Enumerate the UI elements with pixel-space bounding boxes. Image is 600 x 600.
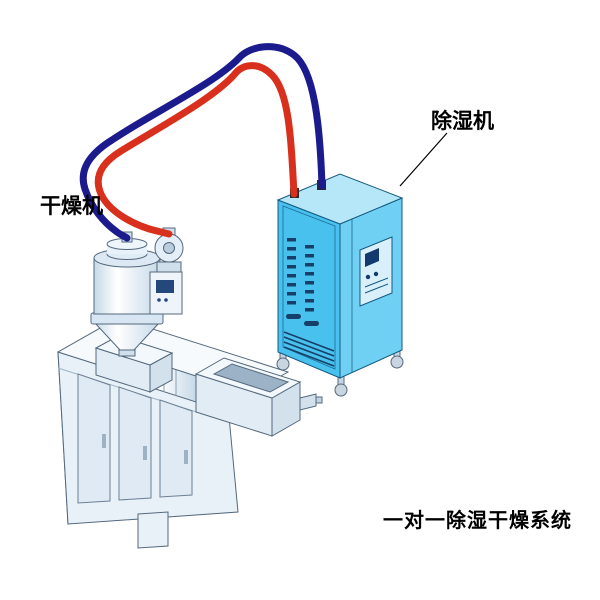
hopper-control-button-2 bbox=[164, 298, 168, 302]
annotations: 干燥机 除湿机 一对一除湿干燥系统 bbox=[40, 109, 572, 532]
caster-wheel-left bbox=[276, 357, 290, 371]
system-caption: 一对一除湿干燥系统 bbox=[383, 508, 572, 532]
control-panel-button-2 bbox=[373, 271, 379, 277]
hopper-control-button-1 bbox=[157, 298, 161, 302]
door-handle-1 bbox=[102, 434, 106, 448]
machine-kick-panel bbox=[137, 511, 169, 549]
dehumidifier-leader-line bbox=[399, 132, 448, 187]
dry-air-hose-red bbox=[94, 62, 298, 238]
machine-door-1 bbox=[77, 373, 111, 504]
caster-wheel-front bbox=[334, 383, 348, 397]
caster-wheel-right bbox=[390, 355, 404, 369]
door-handle-2 bbox=[143, 446, 147, 460]
bottom-grille bbox=[283, 331, 335, 367]
hoses bbox=[79, 43, 326, 242]
dehumidifier-label: 除湿机 bbox=[431, 109, 494, 133]
cabinet-control-panel bbox=[359, 236, 393, 307]
cabinet-front-inset bbox=[282, 205, 336, 370]
return-air-hose-navy bbox=[79, 43, 326, 242]
vent-slots bbox=[286, 238, 319, 326]
control-panel-line-2 bbox=[364, 283, 389, 294]
vent-pill-2 bbox=[304, 321, 319, 326]
vent-pill-1 bbox=[286, 314, 301, 319]
hopper-control-display bbox=[156, 280, 174, 293]
hopper-clamp-band bbox=[90, 312, 164, 325]
die-nozzle bbox=[299, 393, 317, 411]
blower-fan-hub bbox=[163, 242, 175, 254]
control-panel-line-1 bbox=[364, 277, 389, 288]
control-panel-button-1 bbox=[365, 274, 371, 280]
control-panel-display bbox=[365, 248, 379, 267]
die-tip bbox=[315, 396, 323, 404]
gearbox-top-panel bbox=[212, 363, 290, 393]
hopper-dryer bbox=[90, 227, 184, 357]
dryer-label: 干燥机 bbox=[40, 194, 103, 218]
dehumidifier-cabinet bbox=[276, 173, 404, 397]
machine-door-2 bbox=[118, 386, 152, 501]
door-handle-3 bbox=[184, 450, 188, 464]
machine-door-3 bbox=[159, 399, 193, 498]
